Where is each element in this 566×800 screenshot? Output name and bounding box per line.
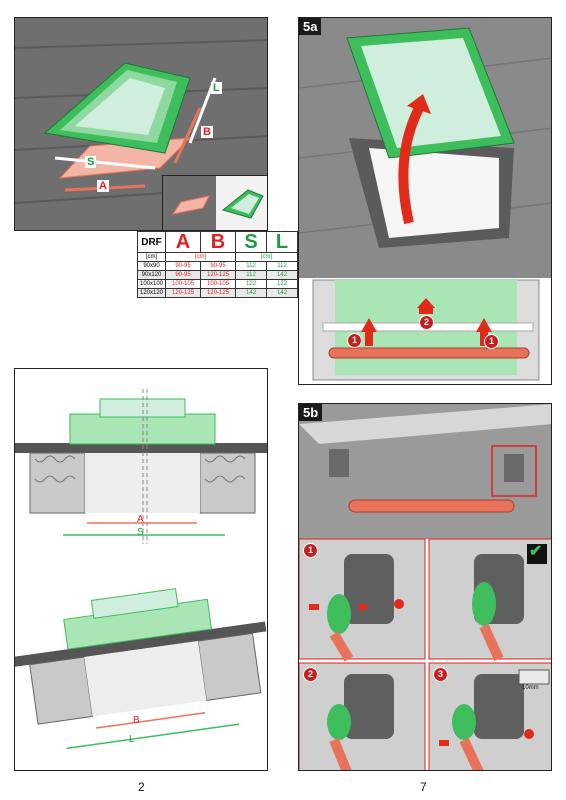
table-cell-a: 90-95 — [165, 270, 202, 280]
table-model-cell: DRF — [136, 231, 167, 253]
table-cell-a: 100-105 — [165, 279, 202, 289]
table-cell-size: 100x100 — [136, 279, 167, 289]
check-icon: ✔ — [529, 543, 543, 560]
dimension-label-l: L — [211, 82, 222, 94]
table-cell-a: 120-125 — [165, 288, 202, 298]
table-cell-size: 90x120 — [136, 270, 167, 280]
table-cell-s: 112 — [235, 261, 268, 271]
substep-marker-3: 3 — [433, 667, 448, 682]
table-header-a: A — [165, 231, 202, 253]
table-unit-sl: [cm] — [235, 252, 299, 262]
page-number-right: 7 — [420, 780, 427, 794]
step-marker-1-left: 1 — [347, 333, 362, 348]
roof-measurement-panel: S A B L — [14, 17, 268, 231]
table-cell-b: 90-95 — [200, 261, 237, 271]
step-5a-illustration — [299, 18, 551, 384]
step-marker-2: 2 — [419, 315, 434, 330]
cross-section-illustration — [15, 389, 267, 750]
cross-section-panel: A S B L — [14, 368, 268, 771]
thumbnail-illustration — [163, 176, 267, 230]
table-cell-l: 112 — [266, 261, 299, 271]
section-label-l: L — [129, 734, 135, 745]
table-cell-s: 142 — [235, 288, 268, 298]
step-5b-illustration — [299, 404, 551, 770]
step-5b-panel: 5b ✔ 1 2 3 10mm — [298, 403, 552, 771]
table-unit-ab: [cm] — [165, 252, 237, 262]
dimension-label-b: B — [201, 126, 213, 138]
section-label-s: S — [137, 527, 144, 538]
table-cell-size: 120x120 — [136, 288, 167, 298]
table-cell-b: 120-125 — [200, 288, 237, 298]
table-cell-b: 100-105 — [200, 279, 237, 289]
thumbnail-inset — [162, 175, 268, 231]
table-row: 90x120 90-95 120-125 112 142 — [136, 270, 299, 280]
step-5a-panel: 5a 1 2 1 — [298, 17, 552, 385]
step-5a-badge: 5a — [299, 18, 322, 35]
dimension-table: DRF A B S L [cm] [cm] [cm] 90x90 90-95 9… — [136, 231, 299, 298]
table-cell-s: 122 — [235, 279, 268, 289]
table-cell-a: 90-95 — [165, 261, 202, 271]
table-header-b: B — [200, 231, 237, 253]
section-label-b: B — [133, 715, 140, 726]
table-cell-l: 142 — [266, 270, 299, 280]
dimension-label-a: A — [97, 180, 109, 192]
table-unit-size: [cm] — [136, 252, 167, 262]
table-row: 90x90 90-95 90-95 112 112 — [136, 261, 299, 271]
table-cell-size: 90x90 — [136, 261, 167, 271]
substep-marker-1: 1 — [303, 543, 318, 558]
table-row: 100x100 100-105 100-105 122 122 — [136, 279, 299, 289]
table-row: 120x120 120-125 120-125 142 142 — [136, 288, 299, 298]
step-marker-1-right: 1 — [484, 334, 499, 349]
table-cell-s: 112 — [235, 270, 268, 280]
dimension-label-s: S — [85, 156, 97, 168]
substep-marker-2: 2 — [303, 667, 318, 682]
drf-size-table: DRF A B S L [cm] [cm] [cm] 90x90 90-95 9… — [136, 231, 299, 298]
section-label-a: A — [137, 514, 144, 525]
table-cell-l: 122 — [266, 279, 299, 289]
screw-size-label: 10mm — [522, 685, 539, 691]
table-header-l: L — [266, 231, 299, 253]
table-header-s: S — [235, 231, 268, 253]
page-number-left: 2 — [138, 780, 145, 794]
table-cell-l: 142 — [266, 288, 299, 298]
table-cell-b: 120-125 — [200, 270, 237, 280]
step-5b-badge: 5b — [299, 404, 323, 421]
